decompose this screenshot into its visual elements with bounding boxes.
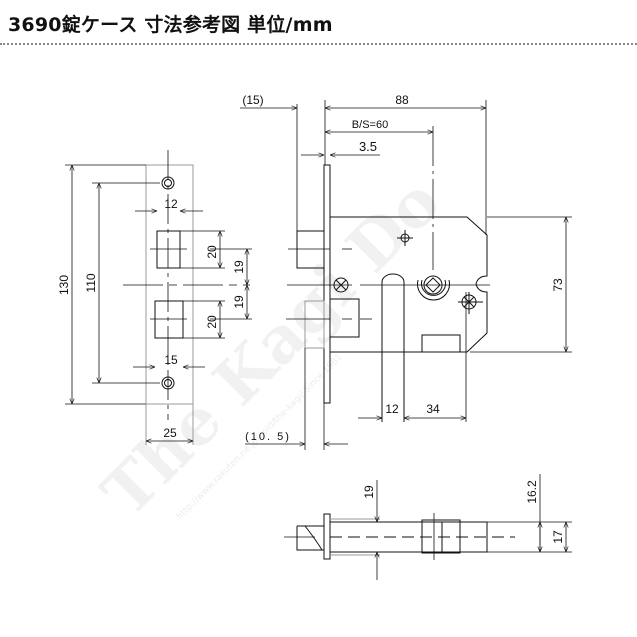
deadbolt [329,298,360,338]
title-divider [0,43,637,45]
dim-15: 15 [164,353,178,367]
lock-case-side-view: 88 (15) B/S=60 3.5 73 12 34 (10. 5) [240,93,572,450]
faceplate [323,164,331,404]
dim-3-5: 3.5 [359,139,377,154]
dim-19-upper: 19 [232,260,246,274]
dim-19-lower: 19 [232,295,246,309]
screw-icon-left [333,277,349,293]
dim-34: 34 [426,402,440,416]
dim-110: 110 [84,273,98,292]
dim-20-lower: 20 [205,315,219,329]
case-body [330,216,488,353]
dim-88: 88 [395,93,409,107]
dim-130: 130 [57,275,71,295]
dim-73: 73 [551,278,565,292]
latch-hole [156,230,181,269]
deadbolt-hole [154,300,184,339]
dim-backset: B/S=60 [352,119,388,131]
strike-plate: 130 110 12 15 20 20 19 19 [57,150,252,445]
cylinder-slot [381,273,405,422]
latch-bolt [296,230,325,269]
dim-19-bottom: 19 [362,485,376,499]
watermark-logo: The Kagi Do http://www.rakuten.ne.jp/gol… [88,164,455,531]
dim-25: 25 [163,426,177,440]
dim-20-upper: 20 [205,245,219,259]
page-title: 3690錠ケース 寸法参考図 単位/mm [8,14,333,36]
dim-16-2: 16.2 [525,480,539,504]
faceplate-bottom [323,513,331,560]
svg-text:The Kagi Do: The Kagi Do [88,164,455,531]
screw-icon-right [458,292,483,314]
dim-12-upper: 12 [164,197,178,211]
spindle-hub [417,275,450,301]
bottom-latch [421,334,461,353]
crosshair-mark [397,230,413,246]
lock-case-bottom-view: 19 16.2 17 [284,474,572,580]
dim-12-lock: 12 [385,402,399,416]
dim-15-projection: (15) [242,93,263,107]
dim-17: 17 [551,530,565,544]
dim-10-5: (10. 5) [245,431,291,443]
